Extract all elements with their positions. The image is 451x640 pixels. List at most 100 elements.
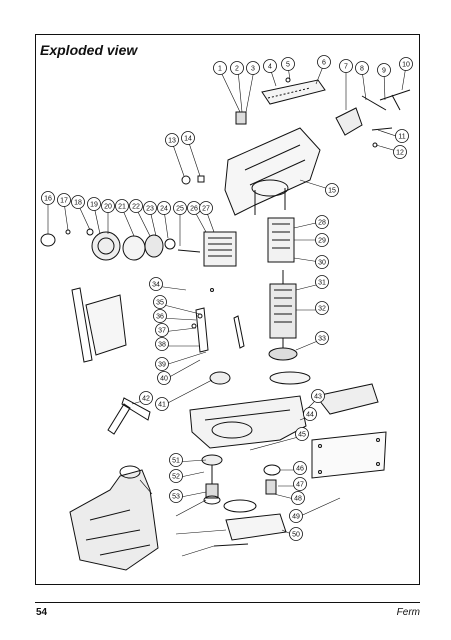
page-number: 54	[36, 607, 48, 618]
callout-label: 40	[160, 375, 168, 382]
callout-circle	[315, 215, 329, 229]
callout-53: 53	[169, 489, 183, 503]
callout-13: 13	[165, 133, 179, 147]
sole-plate-part	[311, 431, 387, 479]
callout-label: 3	[251, 65, 255, 72]
callout-label: 18	[74, 199, 82, 206]
belt-parts	[201, 454, 287, 547]
callout-circle	[213, 61, 227, 75]
callout-label: 33	[318, 335, 326, 342]
callout-circle	[101, 199, 115, 213]
callout-label: 21	[118, 203, 126, 210]
callout-label: 27	[202, 205, 210, 212]
callout-circle	[339, 59, 353, 73]
callout-label: 4	[268, 63, 272, 70]
dust-port-part	[71, 287, 214, 363]
callout-circle	[155, 397, 169, 411]
callout-45: 45	[295, 427, 309, 441]
callout-39: 39	[155, 357, 169, 371]
callout-label: 41	[158, 401, 166, 408]
left-small-parts-row	[40, 228, 237, 267]
callout-19: 19	[87, 197, 101, 211]
armature-part	[267, 217, 311, 385]
callout-11: 11	[395, 129, 409, 143]
callout-circle	[315, 233, 329, 247]
callout-43: 43	[311, 389, 325, 403]
callout-label: 8	[360, 65, 364, 72]
callout-label: 29	[318, 237, 326, 244]
callout-circle	[317, 55, 331, 69]
callout-29: 29	[315, 233, 329, 247]
callout-label: 45	[298, 431, 306, 438]
callout-7: 7	[339, 59, 353, 73]
callout-14: 14	[181, 131, 195, 145]
callout-circle	[71, 195, 85, 209]
callout-circle	[155, 357, 169, 371]
callout-label: 28	[318, 219, 326, 226]
callout-label: 1	[218, 65, 222, 72]
callout-circle	[129, 199, 143, 213]
callout-label: 35	[156, 299, 164, 306]
callout-22: 22	[129, 199, 143, 213]
callout-label: 32	[318, 305, 326, 312]
callout-label: 44	[306, 411, 314, 418]
callout-3: 3	[246, 61, 260, 75]
callout-24: 24	[157, 201, 171, 215]
callout-circle	[199, 201, 213, 215]
callout-5: 5	[281, 57, 295, 71]
callout-label: 39	[158, 361, 166, 368]
brand-name: Ferm	[396, 607, 420, 618]
callout-circle	[303, 407, 317, 421]
callout-circle	[311, 389, 325, 403]
callout-label: 46	[296, 465, 304, 472]
callout-circle	[289, 527, 303, 541]
callout-30: 30	[315, 255, 329, 269]
callout-label: 47	[296, 481, 304, 488]
callout-circle	[293, 477, 307, 491]
callout-circle	[399, 57, 413, 71]
callout-38: 38	[155, 337, 169, 351]
pulley-part	[209, 371, 231, 385]
callout-label: 34	[152, 281, 160, 288]
callout-circle	[289, 509, 303, 523]
callout-23: 23	[143, 201, 157, 215]
callout-51: 51	[169, 453, 183, 467]
callout-circle	[295, 427, 309, 441]
callout-circle	[57, 193, 71, 207]
callout-32: 32	[315, 301, 329, 315]
callout-circle	[293, 461, 307, 475]
callout-circle	[173, 201, 187, 215]
callout-47: 47	[293, 477, 307, 491]
callout-label: 23	[146, 205, 154, 212]
top-cover-part	[261, 77, 326, 105]
callout-label: 10	[402, 61, 410, 68]
callout-48: 48	[291, 491, 305, 505]
main-housing-part	[224, 127, 321, 216]
footer-rule	[35, 602, 420, 603]
callout-circle	[157, 201, 171, 215]
callout-46: 46	[293, 461, 307, 475]
callout-circle	[281, 57, 295, 71]
callout-28: 28	[315, 215, 329, 229]
callout-8: 8	[355, 61, 369, 75]
callout-12: 12	[393, 145, 407, 159]
callout-circle	[157, 371, 171, 385]
callout-label: 22	[132, 203, 140, 210]
callout-16: 16	[41, 191, 55, 205]
callout-label: 38	[158, 341, 166, 348]
callout-label: 15	[328, 187, 336, 194]
callout-label: 5	[286, 61, 290, 68]
callout-label: 51	[172, 457, 180, 464]
callout-35: 35	[153, 295, 167, 309]
callout-label: 48	[294, 495, 302, 502]
callout-circle	[230, 61, 244, 75]
callout-15: 15	[325, 183, 339, 197]
callout-circle	[149, 277, 163, 291]
callout-label: 36	[156, 313, 164, 320]
callout-circle	[393, 145, 407, 159]
callout-circle	[165, 133, 179, 147]
callout-label: 14	[184, 135, 192, 142]
callout-label: 42	[142, 395, 150, 402]
callout-33: 33	[315, 331, 329, 345]
callout-label: 37	[158, 327, 166, 334]
